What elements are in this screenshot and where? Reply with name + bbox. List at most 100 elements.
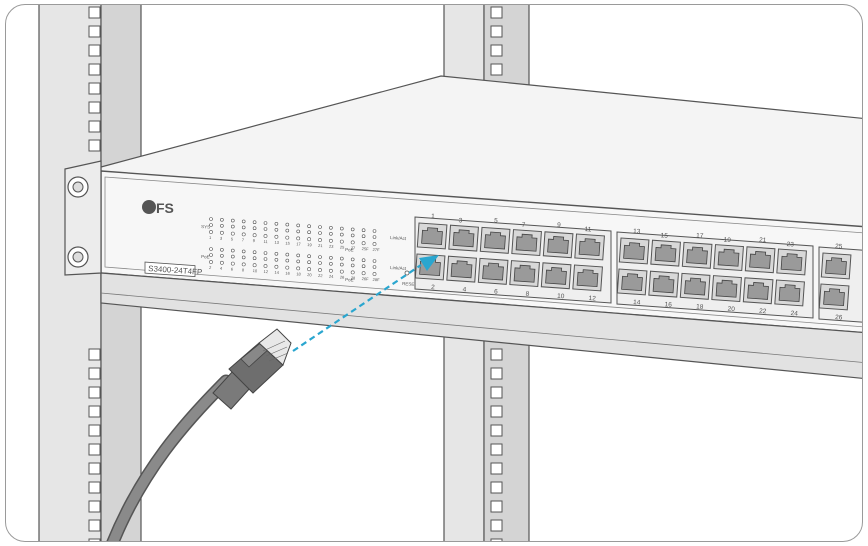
- port-led: [372, 229, 377, 233]
- top-status-led-number: 15: [285, 240, 291, 245]
- port-led: [241, 219, 246, 224]
- rj45-port-19[interactable]: [713, 244, 744, 272]
- port-led: [209, 247, 213, 251]
- rack-hole: [490, 519, 503, 532]
- bottom-status-led-number: 18: [296, 271, 302, 276]
- poe-status-label-bottom: PoE: [345, 277, 354, 283]
- bottom-status-led-number: 4: [220, 266, 223, 271]
- port-number-top: 1: [431, 213, 435, 220]
- bottom-status-led-number: 28F: [372, 277, 380, 283]
- bottom-status-led: [328, 268, 333, 273]
- rj45-port-5[interactable]: [479, 226, 511, 254]
- bottom-status-led: [209, 260, 213, 264]
- bottom-status-led-number: 6: [231, 266, 234, 271]
- rj45-port-4[interactable]: [446, 255, 477, 283]
- port-led: [318, 231, 322, 235]
- port-led: [263, 221, 268, 225]
- bottom-status-led: [252, 263, 257, 268]
- rj45-port-24[interactable]: [774, 279, 805, 307]
- rack-hole: [88, 348, 101, 361]
- port-number-bottom: 14: [633, 299, 641, 307]
- reset-button[interactable]: [404, 270, 410, 276]
- rj45-port-26[interactable]: [818, 283, 850, 311]
- port-led: [285, 228, 290, 233]
- bottom-status-led: [372, 272, 377, 276]
- poe-mode-label: PoE: [201, 254, 210, 260]
- rj45-port-12[interactable]: [572, 264, 603, 292]
- rj45-port-1[interactable]: [416, 222, 448, 250]
- bottom-status-led-number: 24: [329, 274, 335, 279]
- bottom-status-led: [219, 260, 224, 265]
- rack-hole: [490, 462, 503, 475]
- rj45-port-9[interactable]: [542, 231, 574, 259]
- bottom-status-led-number: 28: [351, 275, 357, 280]
- rj45-port-23[interactable]: [776, 248, 807, 276]
- port-number-bottom: 10: [557, 293, 565, 301]
- top-status-led: [296, 236, 301, 241]
- port-led: [307, 260, 311, 265]
- port-led: [339, 262, 344, 267]
- rack-hole: [88, 101, 101, 114]
- port-led: [372, 259, 377, 263]
- rack-hole: [88, 462, 101, 475]
- rj45-port-20[interactable]: [711, 275, 742, 303]
- port-number-bottom: 24: [790, 310, 798, 318]
- rj45-port-13[interactable]: [618, 237, 650, 265]
- fs-logo: FS: [142, 200, 174, 216]
- rj45-port-17[interactable]: [681, 241, 713, 269]
- port-led: [296, 259, 301, 264]
- insertion-arrow: [292, 255, 439, 352]
- port-led: [274, 257, 279, 262]
- port-number-top: 23: [786, 241, 794, 249]
- bottom-status-led: [230, 261, 235, 266]
- port-number-top: 11: [584, 226, 592, 233]
- rack-hole: [490, 538, 503, 541]
- rj45-port-25[interactable]: [820, 252, 852, 280]
- rj45-port-8[interactable]: [509, 260, 540, 288]
- port-led: [350, 233, 355, 238]
- rj45-port-7[interactable]: [511, 229, 542, 257]
- rj45-port-6[interactable]: [477, 257, 509, 285]
- rj45-port-22[interactable]: [742, 277, 774, 305]
- port-led: [329, 255, 333, 260]
- top-status-led: [339, 239, 344, 244]
- top-status-led-number: 27F: [372, 247, 380, 253]
- top-status-led: [318, 238, 322, 242]
- bottom-status-led: [285, 265, 290, 270]
- ethernet-cable: [106, 328, 292, 541]
- bottom-status-led-number: 20: [307, 272, 313, 277]
- rj45-port-14[interactable]: [616, 268, 648, 296]
- top-status-led-number: 25: [340, 244, 346, 249]
- rj45-port-array: 1234567891011121314151617181920212223242…: [414, 213, 862, 323]
- rj45-port-18[interactable]: [679, 272, 711, 300]
- port-led: [274, 252, 279, 256]
- rj45-port-10[interactable]: [540, 262, 572, 290]
- rack-hole: [490, 367, 503, 380]
- rack-hole: [88, 63, 101, 76]
- bottom-status-led-number: 8: [242, 267, 245, 272]
- port-led: [252, 250, 257, 254]
- port-led: [231, 248, 235, 253]
- model-number: S3400-24T4FP: [148, 264, 203, 277]
- port-led: [285, 252, 290, 257]
- rj45-port-21[interactable]: [744, 246, 776, 274]
- port-led: [274, 228, 279, 232]
- model-label: S3400-24T4FP: [144, 261, 203, 277]
- bottom-status-led-number: 14: [274, 270, 280, 275]
- port-led: [307, 254, 311, 258]
- rack-hole: [88, 500, 101, 513]
- port-led: [263, 227, 268, 231]
- top-status-led-number: 23: [329, 244, 335, 249]
- port-led: [361, 258, 366, 263]
- rack-hole: [88, 424, 101, 437]
- rj45-port-15[interactable]: [650, 239, 681, 267]
- rj45-port-3[interactable]: [448, 224, 479, 252]
- rj45-port-16[interactable]: [648, 270, 679, 298]
- rack-hole: [88, 82, 101, 95]
- port-led: [361, 264, 366, 269]
- port-number-top: 13: [633, 228, 641, 236]
- rj45-port-11[interactable]: [574, 233, 605, 261]
- rack-hole: [88, 6, 101, 19]
